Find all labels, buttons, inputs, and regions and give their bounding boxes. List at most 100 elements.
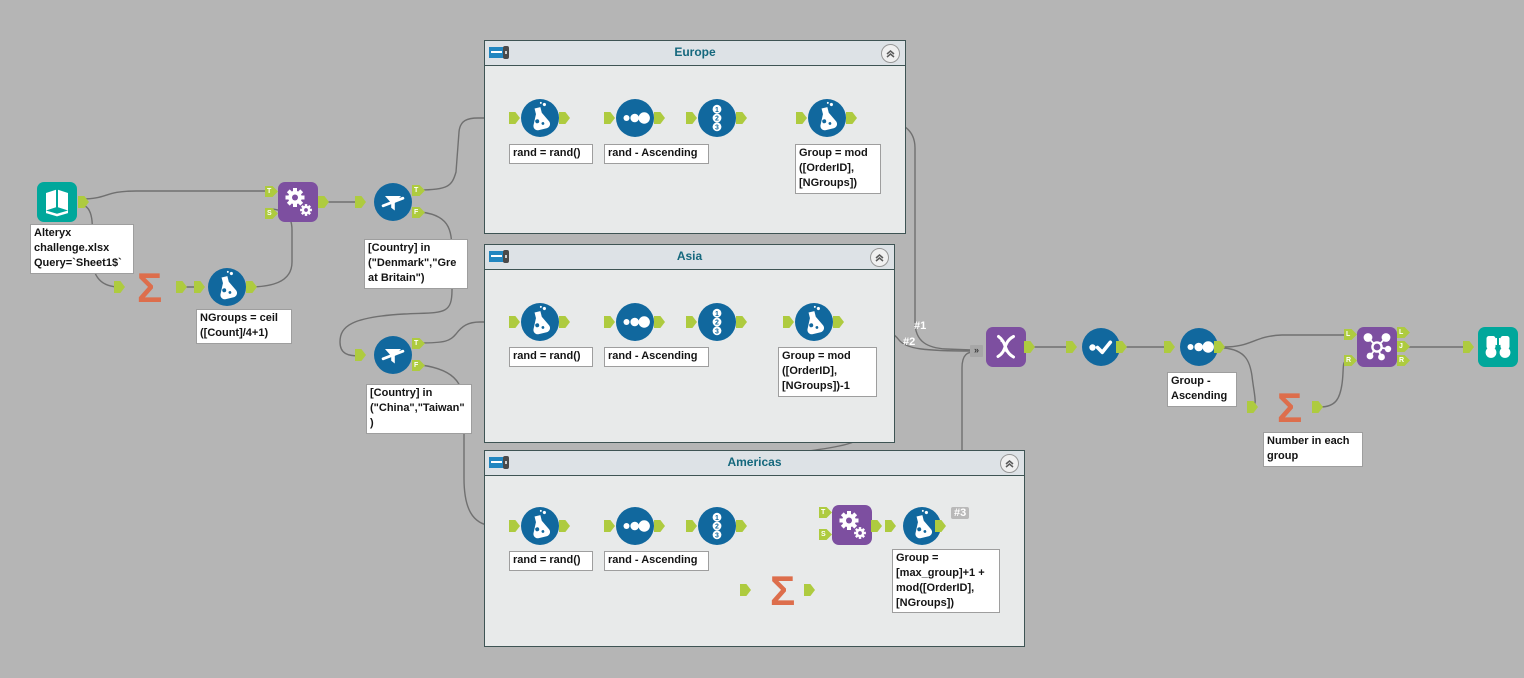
sort-tool-group[interactable] — [1180, 328, 1218, 366]
input-anchor[interactable] — [796, 112, 807, 124]
left-output-anchor[interactable]: L — [1397, 327, 1410, 338]
input-anchor[interactable] — [740, 584, 751, 596]
output-anchor[interactable] — [318, 196, 329, 208]
filter-tool-europe[interactable] — [374, 183, 412, 221]
sort-tool-americas[interactable] — [616, 507, 654, 545]
output-anchor[interactable] — [654, 520, 665, 532]
svg-text:1: 1 — [715, 311, 719, 318]
input-anchor[interactable] — [1247, 401, 1258, 413]
input-anchor[interactable] — [1066, 341, 1077, 353]
input-anchor[interactable] — [604, 112, 615, 124]
input-anchor[interactable] — [509, 520, 520, 532]
input-anchor[interactable] — [509, 316, 520, 328]
formula-tool-americas-group[interactable] — [903, 507, 941, 545]
output-anchor[interactable] — [654, 316, 665, 328]
output-anchor[interactable] — [846, 112, 857, 124]
filter-tool-asia[interactable] — [374, 336, 412, 374]
formula-tool-americas-rand[interactable] — [521, 507, 559, 545]
input-anchor[interactable] — [885, 520, 896, 532]
book-icon — [37, 182, 77, 222]
join-tool[interactable] — [1357, 327, 1397, 367]
output-anchor[interactable] — [78, 196, 89, 208]
collapse-icon[interactable] — [1000, 454, 1019, 473]
union-tool[interactable] — [986, 327, 1026, 367]
output-anchor[interactable] — [1116, 341, 1127, 353]
select-tool[interactable] — [1082, 328, 1120, 366]
filter-icon — [374, 183, 412, 221]
output-anchor[interactable] — [804, 584, 815, 596]
output-anchor[interactable] — [559, 112, 570, 124]
summarize-tool[interactable]: Σ — [132, 264, 176, 308]
sigma-icon: Σ — [132, 264, 176, 308]
left-input-anchor[interactable]: L — [1344, 329, 1357, 340]
input-anchor[interactable] — [355, 196, 366, 208]
container-americas-header[interactable]: Americas — [485, 451, 1024, 476]
right-input-anchor[interactable]: R — [1344, 355, 1357, 366]
input-anchor[interactable] — [686, 520, 697, 532]
sort-tool-europe[interactable] — [616, 99, 654, 137]
summarize-tool-count[interactable]: Σ — [1272, 384, 1316, 428]
source-input-anchor[interactable]: S — [265, 208, 278, 219]
false-output-anchor[interactable]: F — [412, 207, 425, 218]
input-anchor[interactable] — [1164, 341, 1175, 353]
input-anchor[interactable] — [1463, 341, 1474, 353]
collapse-icon[interactable] — [881, 44, 900, 63]
output-anchor[interactable] — [559, 520, 570, 532]
union-multi-input-anchor[interactable]: » — [970, 345, 983, 357]
container-europe-header[interactable]: Europe — [485, 41, 905, 66]
output-anchor[interactable] — [654, 112, 665, 124]
output-anchor[interactable] — [935, 520, 946, 532]
target-input-anchor[interactable]: T — [819, 507, 832, 518]
container-icon — [489, 46, 511, 59]
false-output-anchor[interactable]: F — [412, 360, 425, 371]
formula-tool-europe-rand[interactable] — [521, 99, 559, 137]
output-anchor[interactable] — [1312, 401, 1323, 413]
append-fields-tool[interactable] — [278, 182, 318, 222]
input-anchor[interactable] — [686, 112, 697, 124]
input-data-tool[interactable] — [37, 182, 77, 222]
input-anchor[interactable] — [783, 316, 794, 328]
collapse-icon[interactable] — [870, 248, 889, 267]
output-anchor[interactable] — [833, 316, 844, 328]
output-anchor[interactable] — [871, 520, 882, 532]
output-anchor[interactable] — [246, 281, 257, 293]
input-anchor[interactable] — [355, 349, 366, 361]
output-anchor[interactable] — [1214, 341, 1225, 353]
output-anchor[interactable] — [736, 316, 747, 328]
flask-icon — [903, 507, 941, 545]
formula-tool-asia-rand[interactable] — [521, 303, 559, 341]
output-anchor[interactable] — [176, 281, 187, 293]
formula-tool-europe-group[interactable] — [808, 99, 846, 137]
output-anchor[interactable] — [559, 316, 570, 328]
input-anchor[interactable] — [686, 316, 697, 328]
target-input-anchor[interactable]: T — [265, 186, 278, 197]
container-europe-title: Europe — [674, 45, 716, 59]
input-anchor[interactable] — [509, 112, 520, 124]
browse-tool[interactable] — [1478, 327, 1518, 367]
source-input-anchor[interactable]: S — [819, 529, 832, 540]
formula-tool-asia-group[interactable] — [795, 303, 833, 341]
output-anchor[interactable] — [1024, 341, 1035, 353]
true-output-anchor[interactable]: T — [412, 338, 425, 349]
sort-tool-asia[interactable] — [616, 303, 654, 341]
output-anchor[interactable] — [736, 112, 747, 124]
summarize-tool-maxgroup[interactable]: Σ — [765, 567, 809, 611]
append-fields-tool-americas[interactable] — [832, 505, 872, 545]
input-anchor[interactable] — [604, 316, 615, 328]
input-anchor[interactable] — [194, 281, 205, 293]
input-anchor[interactable] — [114, 281, 125, 293]
formula-tool-ngroups[interactable] — [208, 268, 246, 306]
sort-icon — [616, 303, 654, 341]
svg-text:Σ: Σ — [770, 567, 795, 611]
container-asia-header[interactable]: Asia — [485, 245, 894, 270]
true-output-anchor[interactable]: T — [412, 185, 425, 196]
right-output-anchor[interactable]: R — [1397, 355, 1410, 366]
output-anchor[interactable] — [736, 520, 747, 532]
input-anchor[interactable] — [604, 520, 615, 532]
join-output-anchor[interactable]: J — [1397, 341, 1410, 352]
